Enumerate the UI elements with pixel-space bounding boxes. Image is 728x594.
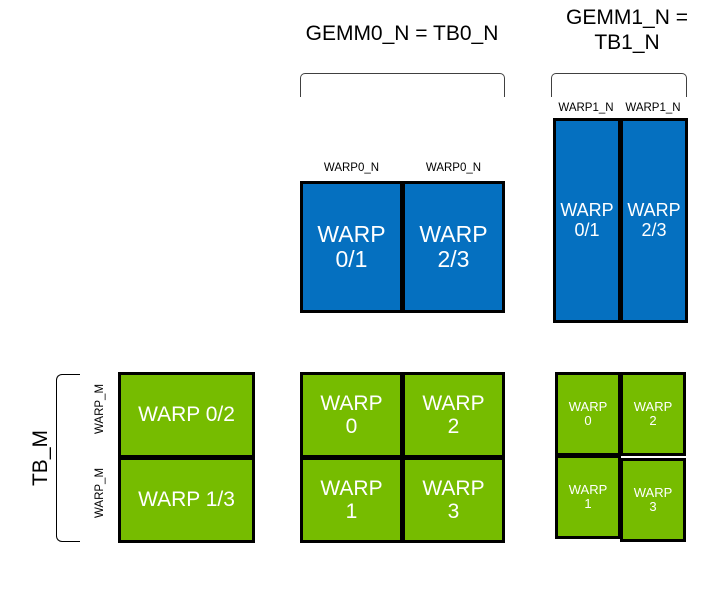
blue-cell-gemm0-warp23[interactable]: WARP 2/3 (402, 181, 505, 313)
green-cell-right-warp2[interactable]: WARP 2 (620, 372, 686, 456)
green-cell-left-warp02[interactable]: WARP 0/2 (118, 372, 255, 458)
bracket-gemm1 (551, 73, 687, 97)
green-cell-right-warp3[interactable]: WARP 3 (620, 458, 686, 542)
green-cell-mid-warp1[interactable]: WARP 1 (300, 457, 403, 543)
label-warp1-n-right: WARP1_N (625, 102, 681, 114)
green-cell-mid-warp3[interactable]: WARP 3 (402, 457, 505, 543)
blue-cell-gemm1-warp23[interactable]: WARP 2/3 (620, 118, 688, 323)
title-gemm0: GEMM0_N = TB0_N (305, 22, 499, 45)
green-cell-right-warp0[interactable]: WARP 0 (555, 372, 621, 456)
label-tb-m: TB_M (29, 430, 52, 487)
green-cell-mid-warp2[interactable]: WARP 2 (402, 372, 505, 458)
blue-cell-gemm0-warp01[interactable]: WARP 0/1 (300, 181, 403, 313)
green-cell-mid-warp0[interactable]: WARP 0 (300, 372, 403, 458)
label-warp0-n-left: WARP0_N (323, 162, 380, 174)
bracket-tb-m (56, 374, 80, 542)
label-warp-m-top: WARP_M (94, 383, 106, 435)
bracket-gemm0 (300, 73, 505, 97)
label-warp-m-bottom: WARP_M (94, 467, 106, 519)
blue-cell-gemm1-warp01[interactable]: WARP 0/1 (553, 118, 621, 323)
label-warp1-n-left: WARP1_N (558, 102, 614, 114)
label-warp0-n-right: WARP0_N (425, 162, 482, 174)
title-gemm1: GEMM1_N = TB1_N (566, 6, 688, 54)
green-cell-left-warp13[interactable]: WARP 1/3 (118, 457, 255, 543)
green-cell-right-warp1[interactable]: WARP 1 (555, 455, 621, 539)
